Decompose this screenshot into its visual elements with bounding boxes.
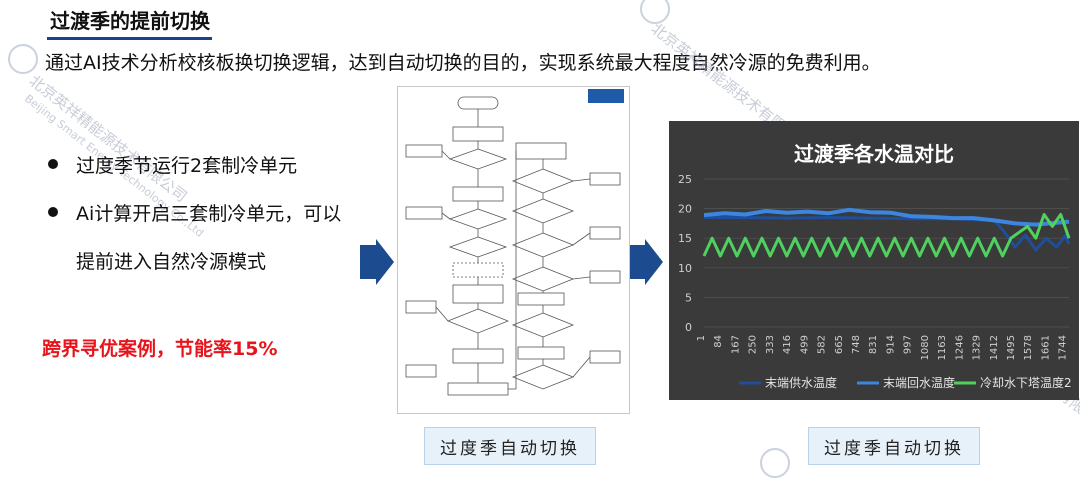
watermark-logo-icon xyxy=(760,448,790,478)
x-tick-label: 1 xyxy=(696,335,707,341)
x-tick-label: 748 xyxy=(851,335,862,354)
page-title: 过渡季的提前切换 xyxy=(50,9,210,33)
legend-label: 末端供水温度 xyxy=(765,375,837,390)
x-tick-label: 84 xyxy=(713,335,724,348)
x-tick-label: 1329 xyxy=(972,335,983,360)
y-tick-label: 15 xyxy=(678,232,692,245)
x-tick-label: 333 xyxy=(765,335,776,354)
x-tick-label: 997 xyxy=(903,335,914,354)
chart-title: 过渡季各水温对比 xyxy=(794,142,954,166)
page-subtitle: 通过AI技术分析校核板换切换逻辑，达到自动切换的目的，实现系统最大程度自然冷源的… xyxy=(45,52,881,74)
bullet-item: 过度季节运行2套制冷单元 xyxy=(48,140,341,188)
x-tick-label: 1412 xyxy=(989,335,1000,360)
x-tick-label: 1744 xyxy=(1058,335,1069,360)
x-tick-label: 167 xyxy=(730,335,741,354)
y-tick-label: 25 xyxy=(678,173,692,186)
bullet-list: 过度季节运行2套制冷单元 Ai计算开启三套制冷单元，可以 提前进入自然冷源模式 xyxy=(48,140,341,284)
legend-label: 冷却水下塔温度2 xyxy=(980,375,1072,390)
bullet-dot-icon xyxy=(48,159,58,169)
x-tick-label: 1246 xyxy=(954,335,965,360)
x-tick-label: 1578 xyxy=(1023,335,1034,360)
bullet-text: 过度季节运行2套制冷单元 xyxy=(76,154,298,177)
x-tick-label: 665 xyxy=(834,335,845,354)
series-line xyxy=(703,207,1070,227)
x-tick-label: 1163 xyxy=(937,335,948,360)
x-tick-label: 1080 xyxy=(920,335,931,360)
x-tick-label: 250 xyxy=(748,335,759,354)
flowchart-image xyxy=(397,86,630,414)
bullet-text: Ai计算开启三套制冷单元，可以 xyxy=(76,202,342,225)
x-tick-label: 914 xyxy=(885,335,896,354)
watermark-logo-icon xyxy=(640,0,670,24)
series-line xyxy=(704,216,1071,252)
flowchart-caption: 过度季自动切换 xyxy=(424,427,596,465)
flowchart-diagram xyxy=(405,89,624,396)
chart-svg: 过渡季各水温对比 0 5 10 15 20 25 1 84 167 250 333 416 499 582… xyxy=(678,142,1072,390)
bullet-item: Ai计算开启三套制冷单元，可以 xyxy=(48,188,341,236)
highlight-text: 跨界寻优案例，节能率15% xyxy=(42,338,278,360)
legend-label: 末端回水温度 xyxy=(883,375,955,390)
chart-caption: 过度季自动切换 xyxy=(808,427,980,465)
bullet-text: 提前进入自然冷源模式 xyxy=(76,250,267,273)
x-tick-label: 499 xyxy=(799,335,810,354)
water-temp-chart: 过渡季各水温对比 0 5 10 15 20 25 1 84 167 250 333 416 499 582… xyxy=(669,121,1079,400)
x-tick-label: 416 xyxy=(782,335,793,354)
y-tick-label: 20 xyxy=(678,203,692,216)
bullet-dot-icon xyxy=(48,207,58,217)
title-underline xyxy=(47,37,212,40)
y-tick-label: 0 xyxy=(685,321,692,334)
y-tick-label: 10 xyxy=(678,262,692,275)
watermark-logo-icon xyxy=(8,44,38,74)
right-arrow-icon xyxy=(360,239,394,285)
x-tick-label: 1661 xyxy=(1040,335,1051,360)
series-line xyxy=(702,213,1071,258)
x-tick-label: 1495 xyxy=(1006,335,1017,360)
right-arrow-icon xyxy=(629,239,663,285)
y-tick-label: 5 xyxy=(685,291,692,304)
bullet-continuation: 提前进入自然冷源模式 xyxy=(48,236,341,284)
x-tick-label: 831 xyxy=(868,335,879,354)
x-tick-label: 582 xyxy=(817,335,828,354)
